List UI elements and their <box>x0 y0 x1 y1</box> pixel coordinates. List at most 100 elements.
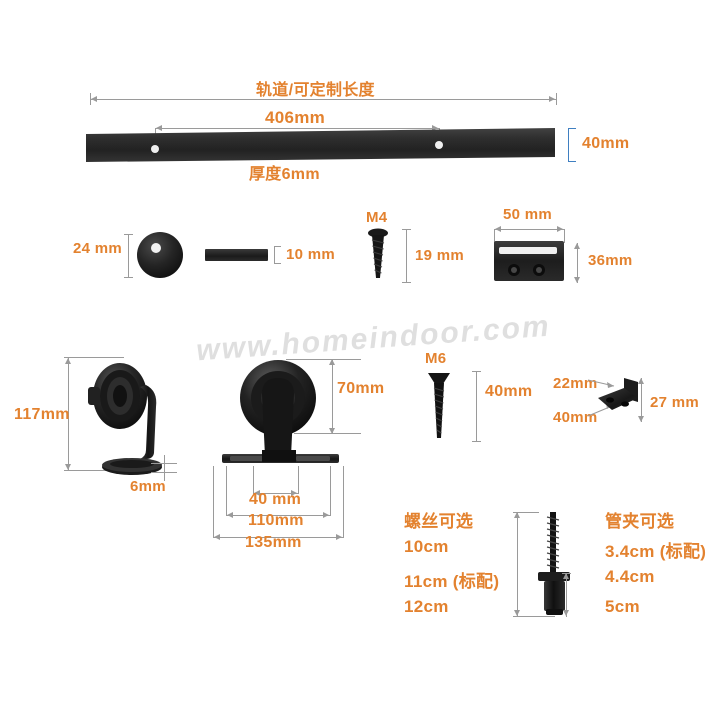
hanger-wheel-height-label: 70mm <box>337 380 385 397</box>
rail-hole-arrow-right <box>432 125 438 131</box>
screw-m6-dim-line <box>476 371 477 442</box>
roller-height-label: 117mm <box>14 406 70 423</box>
floor-guide-height-label: 27 mm <box>650 394 700 411</box>
screw-m6-tick-bottom <box>472 441 481 442</box>
rail-hole-spacing-label: 406mm <box>265 108 326 127</box>
screw-option-item-3: 12cm <box>404 597 449 616</box>
rail-bar <box>86 128 555 162</box>
lag-bolt-tick-top <box>513 512 539 513</box>
plate135-arrow-right <box>336 534 342 540</box>
screw-option-item-1: 10cm <box>404 537 449 556</box>
screw-m6-tick-top <box>472 371 481 372</box>
plate135-ext-left <box>213 466 214 538</box>
plate-thickness-leader <box>164 455 165 481</box>
plate135-arrow-left <box>214 534 220 540</box>
spacer-bracket-bottom <box>274 263 281 264</box>
cap-diameter-label: 24 mm <box>73 240 123 257</box>
rail-length-arrow-right <box>549 96 555 102</box>
screw-m4-label: M4 <box>366 209 388 226</box>
spacer-bar <box>205 249 268 261</box>
hanger-hole-spacing-label: 40 mm <box>249 491 302 508</box>
screw-option-item-2: 11cm (标配) <box>404 572 500 591</box>
cap-dim-tick-top <box>124 234 133 235</box>
clamp-option-item-1: 3.4cm (标配) <box>605 542 707 561</box>
stopper-ext-left <box>494 229 495 243</box>
hole40-ext-right <box>298 466 299 494</box>
rail-height-bracket <box>568 128 569 162</box>
screw-m6-length-label: 40mm <box>485 383 533 400</box>
plate110-ext-right <box>330 466 331 516</box>
lag-bolt-body-arrow-up <box>563 573 569 579</box>
cap-disc <box>137 232 183 278</box>
floor-guide-arrow-down <box>638 416 644 422</box>
screw-m4-icon <box>368 228 388 278</box>
hanger-wheel-bottom-ext <box>294 433 361 434</box>
hole40-arrow-right <box>291 490 297 496</box>
lag-bolt-body-dim-line <box>566 573 567 617</box>
stopper-height-arrow-up <box>574 243 580 249</box>
hole40-dim-line <box>253 493 298 494</box>
floor-guide-icon <box>598 378 638 410</box>
rail-hole-arrow-left <box>156 125 162 131</box>
spacer-length-label: 10 mm <box>286 246 336 263</box>
stopper-height-arrow-down <box>574 277 580 283</box>
roller-height-arrow-up <box>65 358 71 364</box>
screw-options-title: 螺丝可选 <box>404 512 474 531</box>
rail-height-label: 40mm <box>582 135 630 152</box>
spacer-bracket <box>274 246 275 264</box>
hole40-ext-left <box>253 466 254 494</box>
clamp-option-item-2: 4.4cm <box>605 567 655 586</box>
roller-height-tick-top <box>64 357 124 358</box>
hole40-arrow-left <box>254 490 260 496</box>
roller-assembly-icon <box>88 363 162 475</box>
plate135-dim-line <box>213 537 343 538</box>
stopper-bracket-icon <box>494 241 564 281</box>
plate110-ext-left <box>226 466 227 516</box>
clamp-options-title: 管夹可选 <box>605 512 675 531</box>
hanger-wheel-arrow-down <box>329 428 335 434</box>
rail-thickness-label: 厚度6mm <box>249 166 320 183</box>
plate110-dim-line <box>226 515 330 516</box>
rail-length-dim-line <box>90 99 556 100</box>
hanger-plate-inner-label: 110mm <box>248 512 304 529</box>
lag-bolt-body-arrow-down <box>563 610 569 616</box>
screw-m4-tick-bottom <box>402 282 411 283</box>
lag-bolt-total-dim-line <box>517 512 518 617</box>
spacer-bracket-top <box>274 246 281 247</box>
stopper-height-dim-line <box>577 243 578 283</box>
plate110-arrow-left <box>227 512 233 518</box>
screw-m6-label: M6 <box>425 350 447 367</box>
hanger-assembly-icon <box>222 360 339 463</box>
rail-height-bracket-top <box>568 128 576 129</box>
lag-bolt-arrow-up <box>514 512 520 518</box>
rail-height-bracket-bottom <box>568 161 576 162</box>
cap-dim-tick-bottom <box>124 277 133 278</box>
cap-diameter-dim-line <box>128 234 129 278</box>
floor-guide-length-label: 40mm <box>553 409 598 426</box>
rail-hole-spacing-line <box>155 128 439 129</box>
stopper-ext-right <box>564 229 565 243</box>
floor-guide-width-label: 22mm <box>553 375 598 392</box>
floor-guide-height-dim-line <box>641 378 642 422</box>
screw-m4-length-label: 19 mm <box>415 247 465 264</box>
plate110-arrow-right <box>323 512 329 518</box>
rail-length-arrow-left <box>91 96 97 102</box>
stopper-width-arrow-left <box>495 226 501 232</box>
stopper-height-label: 36mm <box>588 252 633 269</box>
screw-m4-dim-line <box>406 229 407 283</box>
hanger-wheel-top-ext <box>286 359 361 360</box>
roller-height-tick-bottom <box>64 470 136 471</box>
rail-length-tick-right <box>556 93 557 105</box>
stopper-width-dim-line <box>494 229 564 230</box>
hanger-plate-total-label: 135mm <box>245 534 302 551</box>
stopper-width-arrow-right <box>557 226 563 232</box>
plate-thickness-label: 6mm <box>130 478 166 495</box>
plate135-ext-right <box>343 466 344 538</box>
rail-title-label: 轨道/可定制长度 <box>256 82 375 99</box>
screw-m6-icon <box>428 373 450 438</box>
roller-height-arrow-down <box>65 464 71 470</box>
roller-height-dim-line <box>68 357 69 471</box>
lag-bolt-icon <box>538 512 570 615</box>
hanger-wheel-arrow-up <box>329 359 335 365</box>
